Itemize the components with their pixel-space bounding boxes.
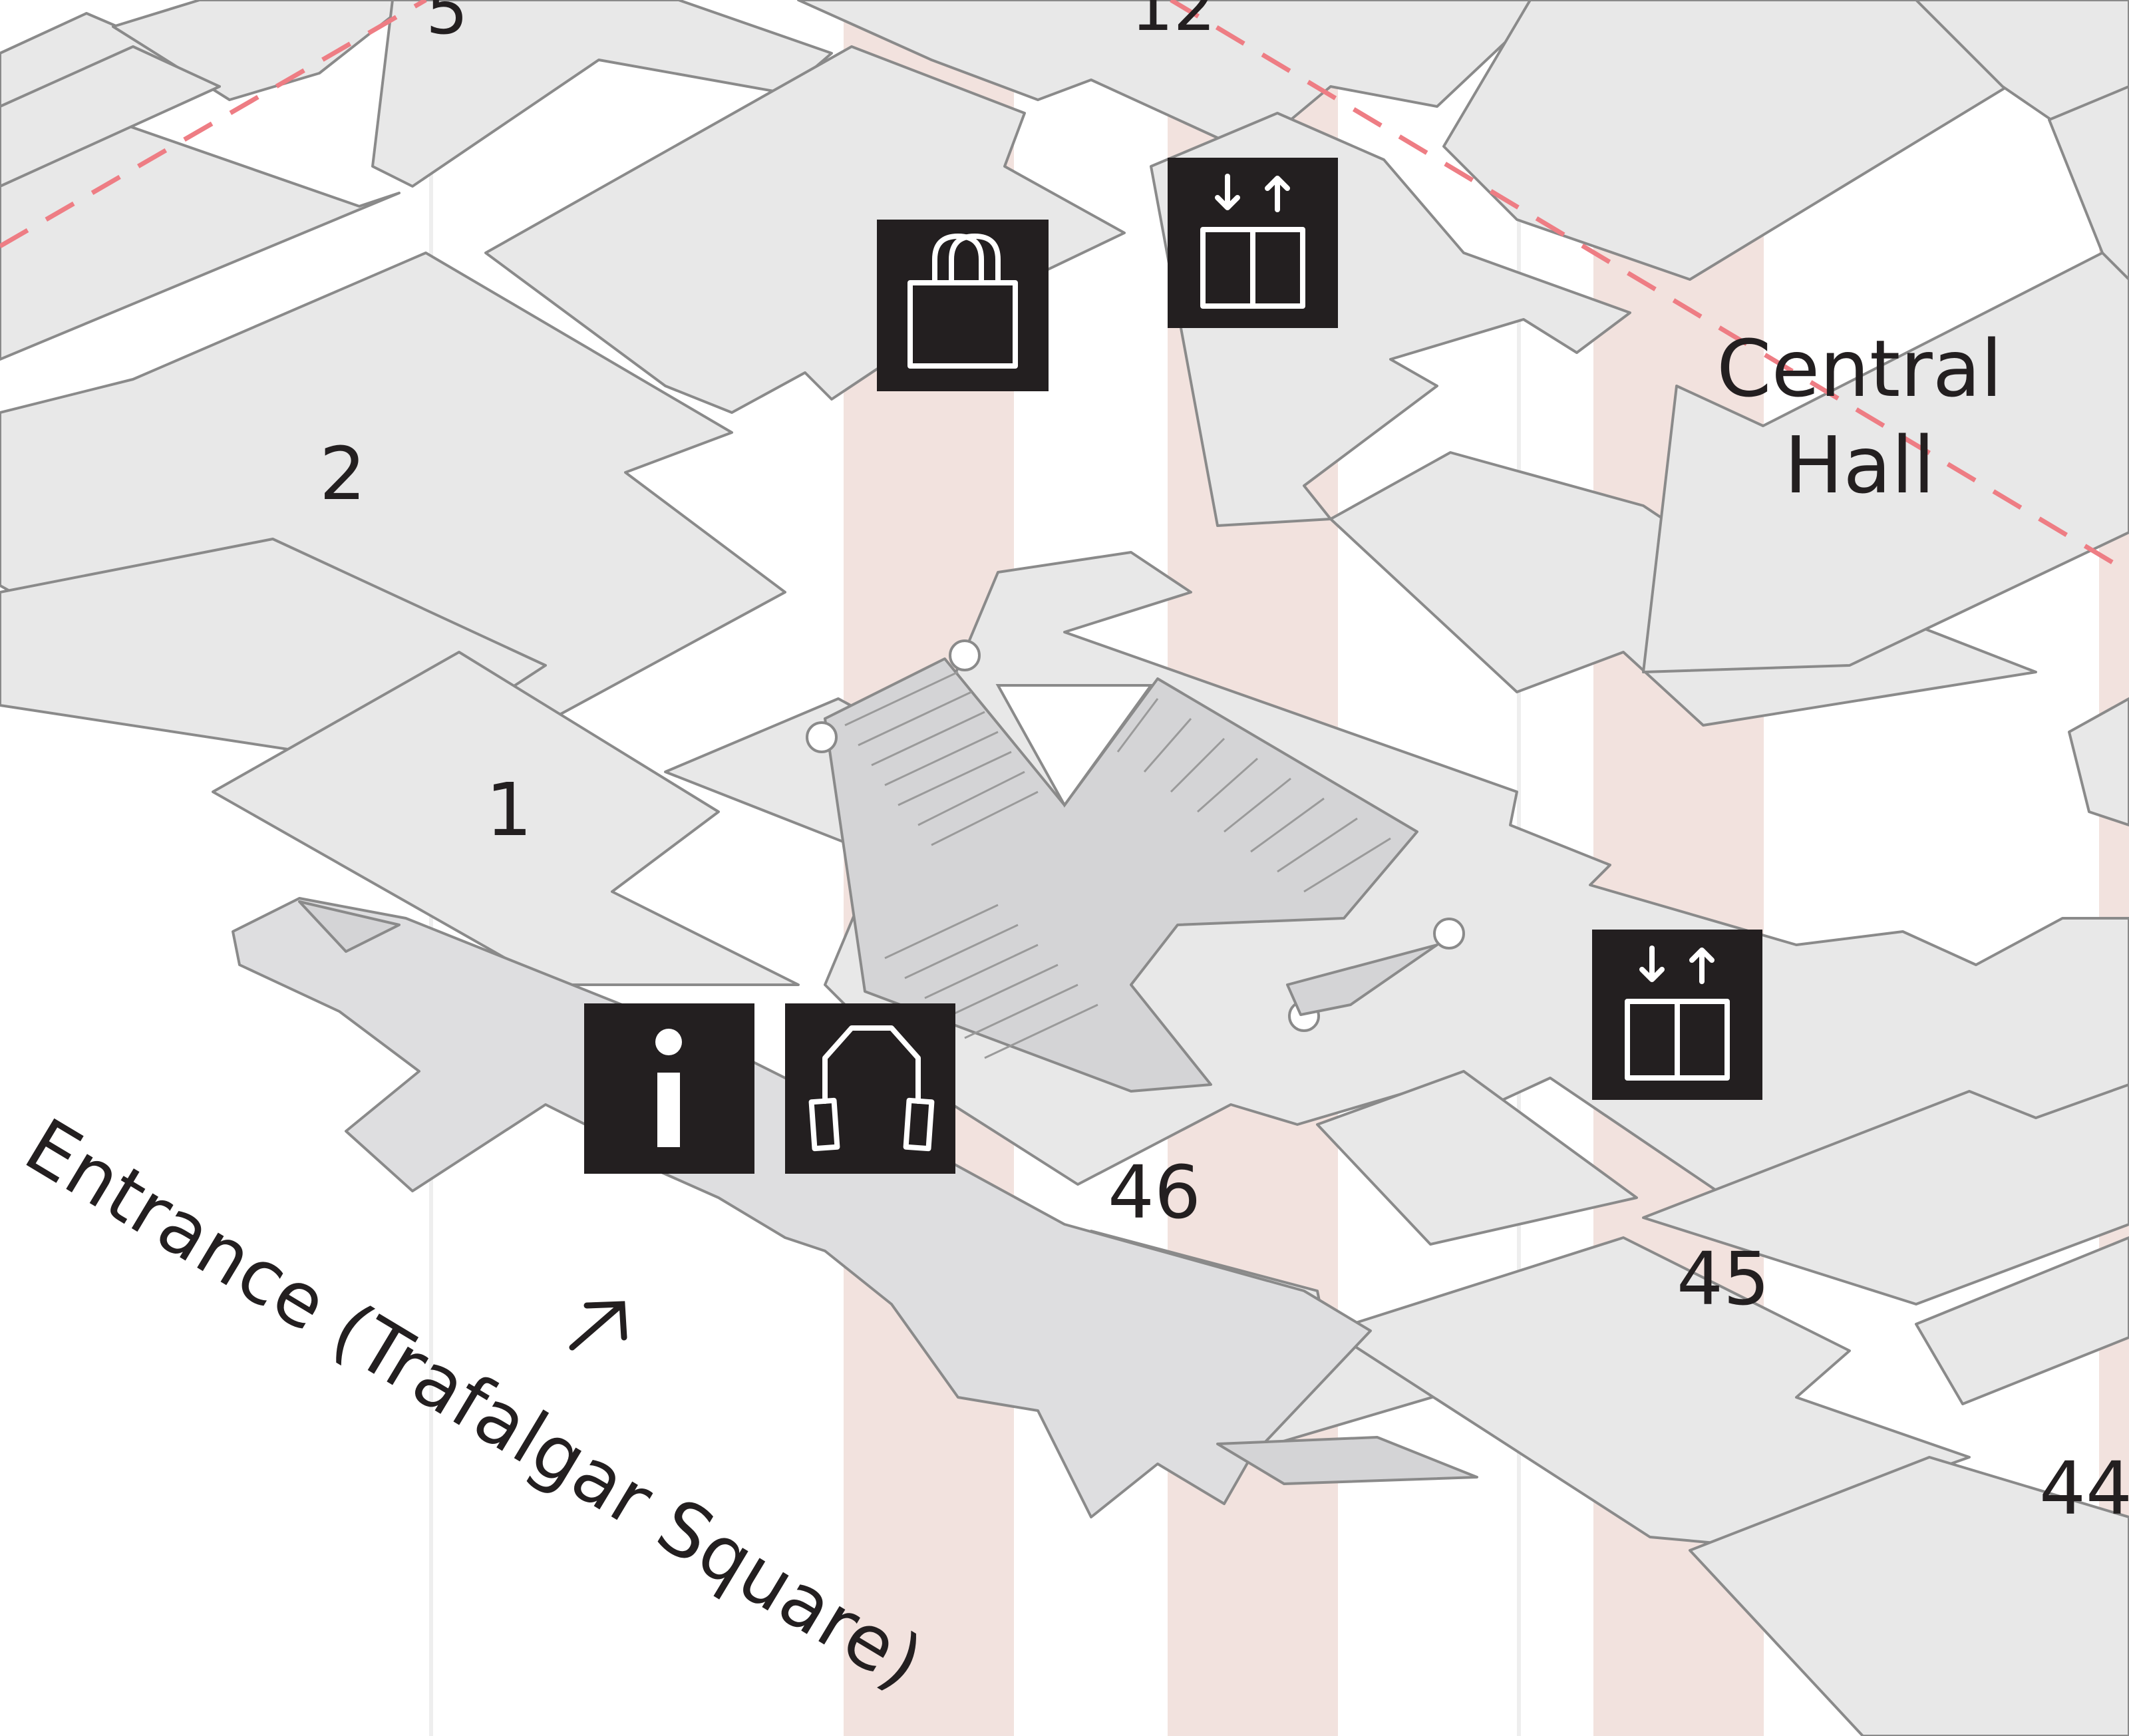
room-label-1: 1 bbox=[486, 767, 532, 852]
central-spine bbox=[824, 551, 2129, 1736]
central-hall-label-line2: Hall bbox=[1784, 419, 1935, 511]
arrow-up-right-icon bbox=[569, 1301, 627, 1351]
entrance-hall bbox=[232, 897, 1478, 1518]
room-label-12: 12 bbox=[1131, 0, 1216, 46]
stair-well bbox=[806, 639, 1465, 1093]
central-hall-label-line1: Central bbox=[1717, 323, 2003, 415]
audio-guide-headphones-icon[interactable] bbox=[785, 1003, 955, 1174]
room-label-45: 45 bbox=[1677, 1236, 1770, 1321]
boundary-lines bbox=[0, 0, 2129, 575]
shopping-bag-icon[interactable] bbox=[877, 220, 1049, 391]
room-label-46: 46 bbox=[1108, 1150, 1201, 1235]
lift-icon-2[interactable] bbox=[1592, 930, 1762, 1100]
room-label-5: 5 bbox=[426, 0, 468, 49]
lift-icon[interactable] bbox=[1168, 158, 1338, 328]
information-icon[interactable] bbox=[584, 1003, 754, 1174]
room-label-2: 2 bbox=[319, 431, 366, 516]
room-label-44: 44 bbox=[2039, 1446, 2129, 1531]
